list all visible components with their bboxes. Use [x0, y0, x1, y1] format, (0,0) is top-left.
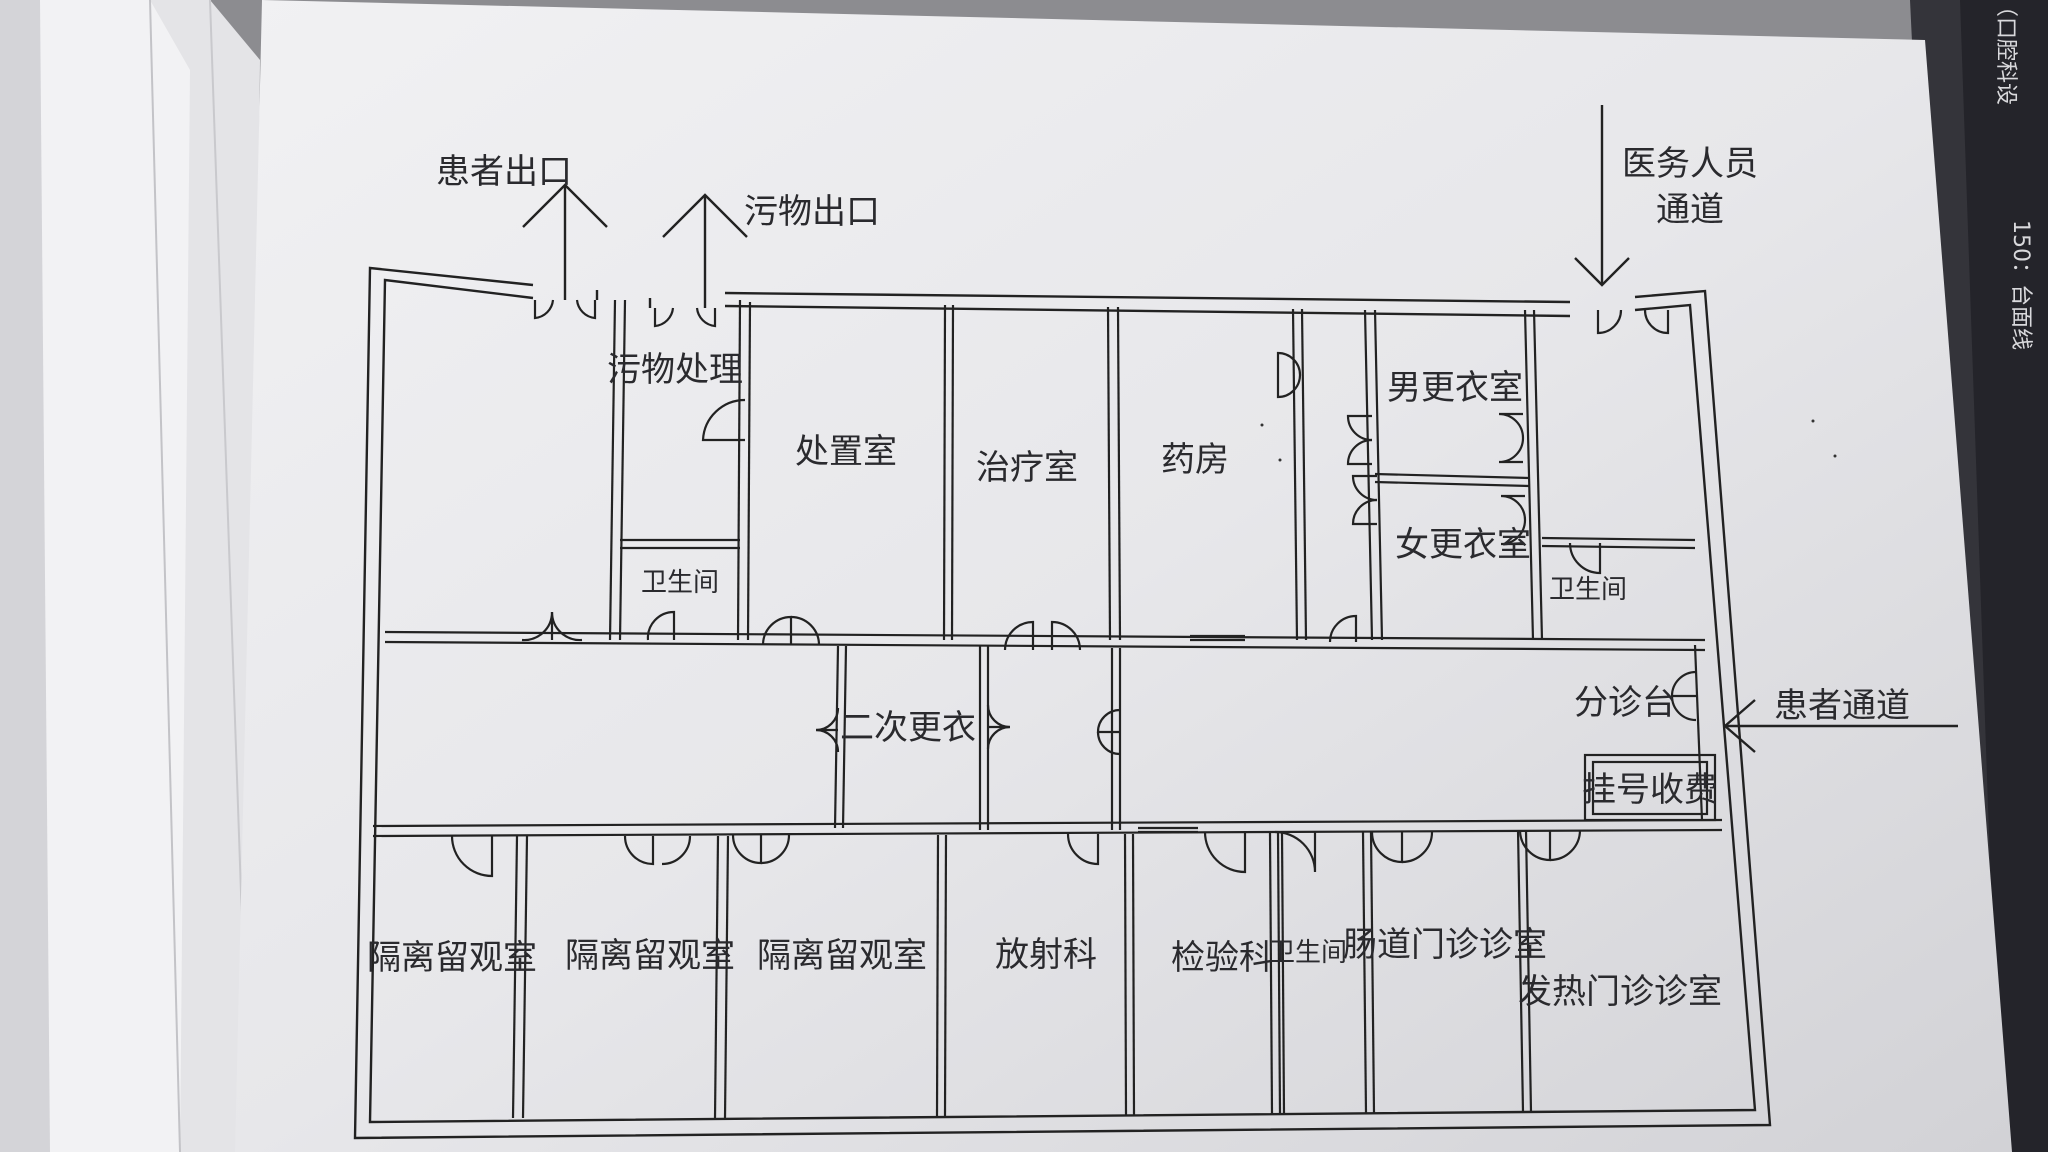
room-label-isolation-observation-1: 隔离留观室	[367, 938, 537, 978]
flow-arrows	[522, 105, 1958, 753]
room-label-fever-clinic: 发热门诊诊室	[1518, 972, 1722, 1012]
room-label-treatment-room: 治疗室	[976, 448, 1078, 488]
room-label-registration-payment: 挂号收费	[1582, 770, 1718, 810]
room-label-secondary-changing: 二次更衣	[840, 708, 976, 748]
room-label-radiology: 放射科	[995, 935, 1097, 975]
label-waste-exit: 污物出口	[744, 192, 880, 232]
label-patient-exit: 患者出口	[436, 152, 572, 192]
room-label-toilet-2: 卫生间	[1548, 575, 1628, 605]
room-label-isolation-observation-3: 隔离留观室	[757, 936, 927, 976]
building-outline	[353, 266, 1772, 1140]
door-swings	[450, 299, 1697, 878]
background-text-1: （口腔科设	[1993, 0, 2018, 106]
room-label-triage-desk: 分诊台	[1574, 683, 1676, 723]
label-staff-passage: 医务人员 通道	[1622, 142, 1758, 234]
label-staff-passage-line1: 医务人员	[1622, 144, 1758, 185]
room-label-intestinal-clinic: 肠道门诊诊室	[1343, 925, 1547, 965]
room-label-waste-treatment: 污物处理	[607, 350, 743, 390]
room-label-female-locker-room: 女更衣室	[1395, 525, 1531, 565]
room-label-disposal-room: 处置室	[795, 432, 897, 472]
stray-marks	[1260, 419, 1837, 462]
background-text-2: 150：台面线	[2008, 220, 2033, 350]
room-label-toilet-1: 卫生间	[640, 568, 720, 598]
label-patient-passage: 患者通道	[1774, 686, 1910, 726]
room-label-pharmacy: 药房	[1161, 440, 1229, 480]
room-label-male-locker-room: 男更衣室	[1387, 368, 1523, 408]
room-label-isolation-observation-2: 隔离留观室	[565, 936, 735, 976]
interior-walls	[372, 299, 1723, 1119]
room-label-toilet-3: 卫生间	[1268, 938, 1348, 968]
paper-sheet	[235, 0, 2012, 1152]
room-label-laboratory: 检验科	[1171, 938, 1273, 978]
label-staff-passage-line2: 通道	[1656, 190, 1724, 230]
